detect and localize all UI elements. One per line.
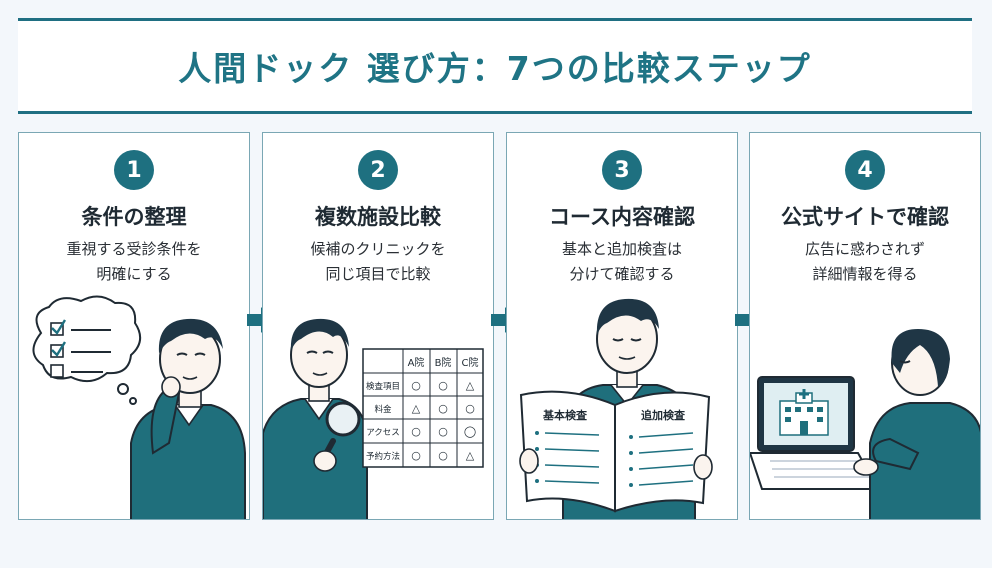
booklet: 基本検査 追加検査 bbox=[519, 390, 713, 513]
checklist-icon bbox=[50, 319, 111, 378]
title-banner: 人間ドック 選び方：7つの比較ステップ bbox=[18, 18, 972, 114]
step-title: コース内容確認 bbox=[549, 205, 695, 229]
table-cell: ○ bbox=[438, 425, 448, 438]
step-description-line: 同じ項目で比較 bbox=[325, 265, 431, 283]
person-figure bbox=[853, 329, 980, 519]
step-card-4: 4 公式サイトで確認 広告に惑わされず 詳細情報を得る bbox=[749, 132, 981, 520]
table-row-label: 予約方法 bbox=[366, 451, 400, 462]
step-number-badge: 2 bbox=[358, 150, 398, 190]
table-cell: △ bbox=[412, 402, 421, 415]
table-cell: ○ bbox=[438, 402, 448, 415]
thinking-person-illustration bbox=[32, 295, 246, 519]
booklet-right-title: 追加検査 bbox=[641, 408, 685, 422]
step-title: 複数施設比較 bbox=[315, 205, 441, 229]
thought-bubble bbox=[32, 295, 142, 405]
table-cell: ○ bbox=[465, 402, 475, 415]
booklet-left-title: 基本検査 bbox=[542, 408, 587, 422]
table-row-label: アクセス bbox=[366, 428, 400, 438]
step-description-line: 重視する受診条件を bbox=[66, 240, 202, 258]
step-number-badge: 3 bbox=[602, 150, 642, 190]
table-cell: ○ bbox=[411, 379, 421, 392]
table-header: C院 bbox=[462, 356, 479, 369]
step-title: 条件の整理 bbox=[81, 205, 187, 229]
reading-booklet-illustration: 基本検査 追加検査 bbox=[519, 298, 713, 519]
table-cell: △ bbox=[466, 449, 475, 462]
table-row-label: 検査項目 bbox=[366, 381, 400, 392]
step-number-badge: 4 bbox=[845, 150, 885, 190]
step-description-line: 明確にする bbox=[96, 265, 172, 283]
person-figure bbox=[130, 318, 246, 519]
table-cell: ◯ bbox=[464, 425, 476, 438]
table-row-label: 料金 bbox=[374, 404, 392, 415]
step-number-badge: 1 bbox=[114, 150, 154, 190]
step-card-3: 3 コース内容確認 基本と追加検査は 分けて確認する 基本検査 追加検査 bbox=[506, 132, 738, 520]
step-description-line: 広告に惑わされず bbox=[804, 240, 925, 258]
step-description: 基本と追加検査は 分けて確認する bbox=[507, 237, 737, 287]
table-cell: ○ bbox=[438, 449, 448, 462]
magnifier-icon bbox=[313, 401, 361, 472]
table-cell: ○ bbox=[411, 425, 421, 438]
step-card-2: 2 複数施設比較 候補のクリニックを 同じ項目で比較 bbox=[262, 132, 494, 520]
step-description-line: 基本と追加検査は bbox=[561, 240, 682, 258]
laptop-person-illustration bbox=[750, 329, 980, 519]
table-cell: ○ bbox=[438, 379, 448, 392]
step-description-line: 候補のクリニックを bbox=[310, 240, 446, 258]
step-description: 候補のクリニックを 同じ項目で比較 bbox=[263, 237, 493, 287]
page-title: 人間ドック 選び方：7つの比較ステップ bbox=[178, 49, 812, 88]
step-description: 重視する受診条件を 明確にする bbox=[19, 237, 249, 287]
table-cell: ○ bbox=[411, 449, 421, 462]
step-description-line: 詳細情報を得る bbox=[812, 265, 918, 283]
step-title: 公式サイトで確認 bbox=[781, 205, 949, 229]
table-header: B院 bbox=[435, 356, 452, 369]
step-description: 広告に惑わされず 詳細情報を得る bbox=[750, 237, 980, 287]
step-card-1: 1 条件の整理 重視する受診条件を 明確にする bbox=[18, 132, 250, 520]
table-header: A院 bbox=[408, 356, 425, 369]
comparison-table: A院 B院 C院 検査項目 ○ ○ △ 料金 △ ○ ○ アクセス ○ ○ ◯ … bbox=[362, 348, 484, 468]
step-description-line: 分けて確認する bbox=[569, 265, 675, 283]
hospital-icon bbox=[779, 389, 829, 436]
comparing-person-illustration: A院 B院 C院 検査項目 ○ ○ △ 料金 △ ○ ○ アクセス ○ ○ ◯ … bbox=[263, 318, 484, 519]
table-cell: △ bbox=[466, 379, 475, 392]
